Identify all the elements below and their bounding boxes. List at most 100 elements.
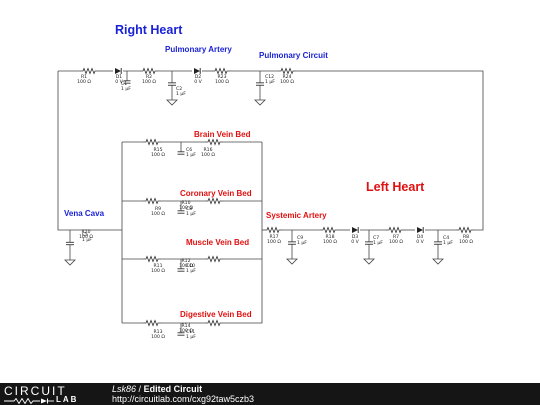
component-value: 1 μF [82,237,92,243]
resistor-r17[interactable] [264,226,282,234]
diode-d3[interactable] [352,227,359,233]
resistor-r18[interactable] [320,226,338,234]
resistor-zigzag [143,138,161,146]
ground-icon [166,99,178,106]
resistor-r9[interactable] [143,197,161,205]
resistor-zigzag [212,67,230,75]
component-ref: R2 [146,74,152,80]
logo-wordmark-top: CIRCUIT [4,384,67,398]
component-ref: R9 [155,206,161,212]
resistor-r15[interactable] [143,138,161,146]
component-value: 1 μF [186,211,196,217]
resistor-r8[interactable] [456,226,474,234]
resistor-r10[interactable] [205,197,223,205]
diode-d1[interactable] [115,68,122,74]
resistor-zigzag [80,67,98,75]
component-value: 100 Ω [179,328,193,334]
label-pulmonary-artery: Pulmonary Artery [165,45,232,54]
resistor-r24[interactable] [278,67,296,75]
component-ref: R7 [393,234,399,240]
resistor-zigzag [205,255,223,263]
resistor-zigzag [140,67,158,75]
component-ref: C5 [82,232,88,238]
component-value: 1 μF [186,334,196,340]
resistor-r1[interactable] [80,67,98,75]
component-value: 0 V [351,239,359,245]
component-value: 1 μF [186,268,196,274]
resistor-zigzag [205,138,223,146]
component-ref: D4 [417,234,424,240]
component-ref: R12 [181,258,190,264]
component-value: 1 μF [443,240,453,246]
capacitor-c11[interactable] [177,323,185,336]
component-value: 100 Ω [389,239,403,245]
resistor-r11[interactable] [143,255,161,263]
capacitor-c1[interactable] [123,71,131,84]
label-muscle-vein-bed: Muscle Vein Bed [186,238,249,247]
diode-body [352,227,358,233]
component-value: 100 Ω [179,263,193,269]
capacitor-c4[interactable] [432,230,444,265]
capacitor-c7[interactable] [363,230,375,265]
component-ref: D3 [352,234,359,240]
wire-segment [57,71,122,231]
component-ref: C4 [443,235,449,241]
diode-d4[interactable] [417,227,424,233]
resistor-r13[interactable] [143,319,161,327]
resistor-r7[interactable] [386,226,404,234]
ground-icon [432,258,444,265]
wire-segment [223,230,263,324]
ground-icon [254,99,266,106]
component-value: 100 Ω [215,79,229,85]
component-ref: R15 [153,147,162,153]
component-value: 100 Ω [151,334,165,340]
component-value: 100 Ω [142,79,156,85]
component-ref: R8 [463,234,469,240]
component-ref: C10 [186,263,195,269]
component-value: 100 Ω [323,239,337,245]
resistor-r2[interactable] [140,67,158,75]
resistor-r12[interactable] [205,255,223,263]
diode-d2[interactable] [194,68,201,74]
resistor-zigzag [143,255,161,263]
circuit-url[interactable]: http://circuitlab.com/cxg92taw5czb3 [112,394,255,404]
capacitor-c2[interactable] [166,71,178,106]
capacitor-c9[interactable] [286,230,298,265]
circuit-meta: Lsk86 / Edited Circuit http://circuitlab… [112,384,254,404]
diode-body [115,68,121,74]
component-value: 0 V [416,239,424,245]
capacitor-c6[interactable] [177,142,185,155]
component-ref: R14 [181,323,190,329]
capacitor-c8[interactable] [177,201,185,214]
resistor-zigzag [143,319,161,327]
component-value: 1 μF [373,240,383,246]
component-value: 1 μF [176,91,186,97]
resistor-r23[interactable] [212,67,230,75]
component-ref: R23 [217,74,226,80]
component-value: 100 Ω [459,239,473,245]
resistor-r16[interactable] [205,138,223,146]
component-ref: R20 [81,229,90,235]
label-digestive-vein-bed: Digestive Vein Bed [180,310,252,319]
capacitor-c12[interactable] [254,71,266,106]
ground-icon [363,258,375,265]
capacitor-c10[interactable] [177,259,185,272]
component-ref: D1 [116,74,123,80]
component-value: 100 Ω [151,268,165,274]
footer-bar: CIRCUIT LAB Lsk86 / Edited Circuit http:… [0,383,540,405]
label-systemic-artery: Systemic Artery [266,211,327,220]
component-ref: C6 [186,147,192,153]
component-value: 0 V [115,79,123,85]
capacitor-c5[interactable] [64,230,76,266]
circuitlab-logo[interactable]: CIRCUIT LAB [4,384,96,404]
author-link[interactable]: Lsk86 [112,384,137,394]
label-brain-vein-bed: Brain Vein Bed [194,130,251,139]
label-pulmonary-circuit: Pulmonary Circuit [259,51,328,60]
component-value: 1 μF [297,240,307,246]
resistor-r14[interactable] [205,319,223,327]
resistor-zigzag [205,197,223,205]
component-ref: R16 [203,147,212,153]
